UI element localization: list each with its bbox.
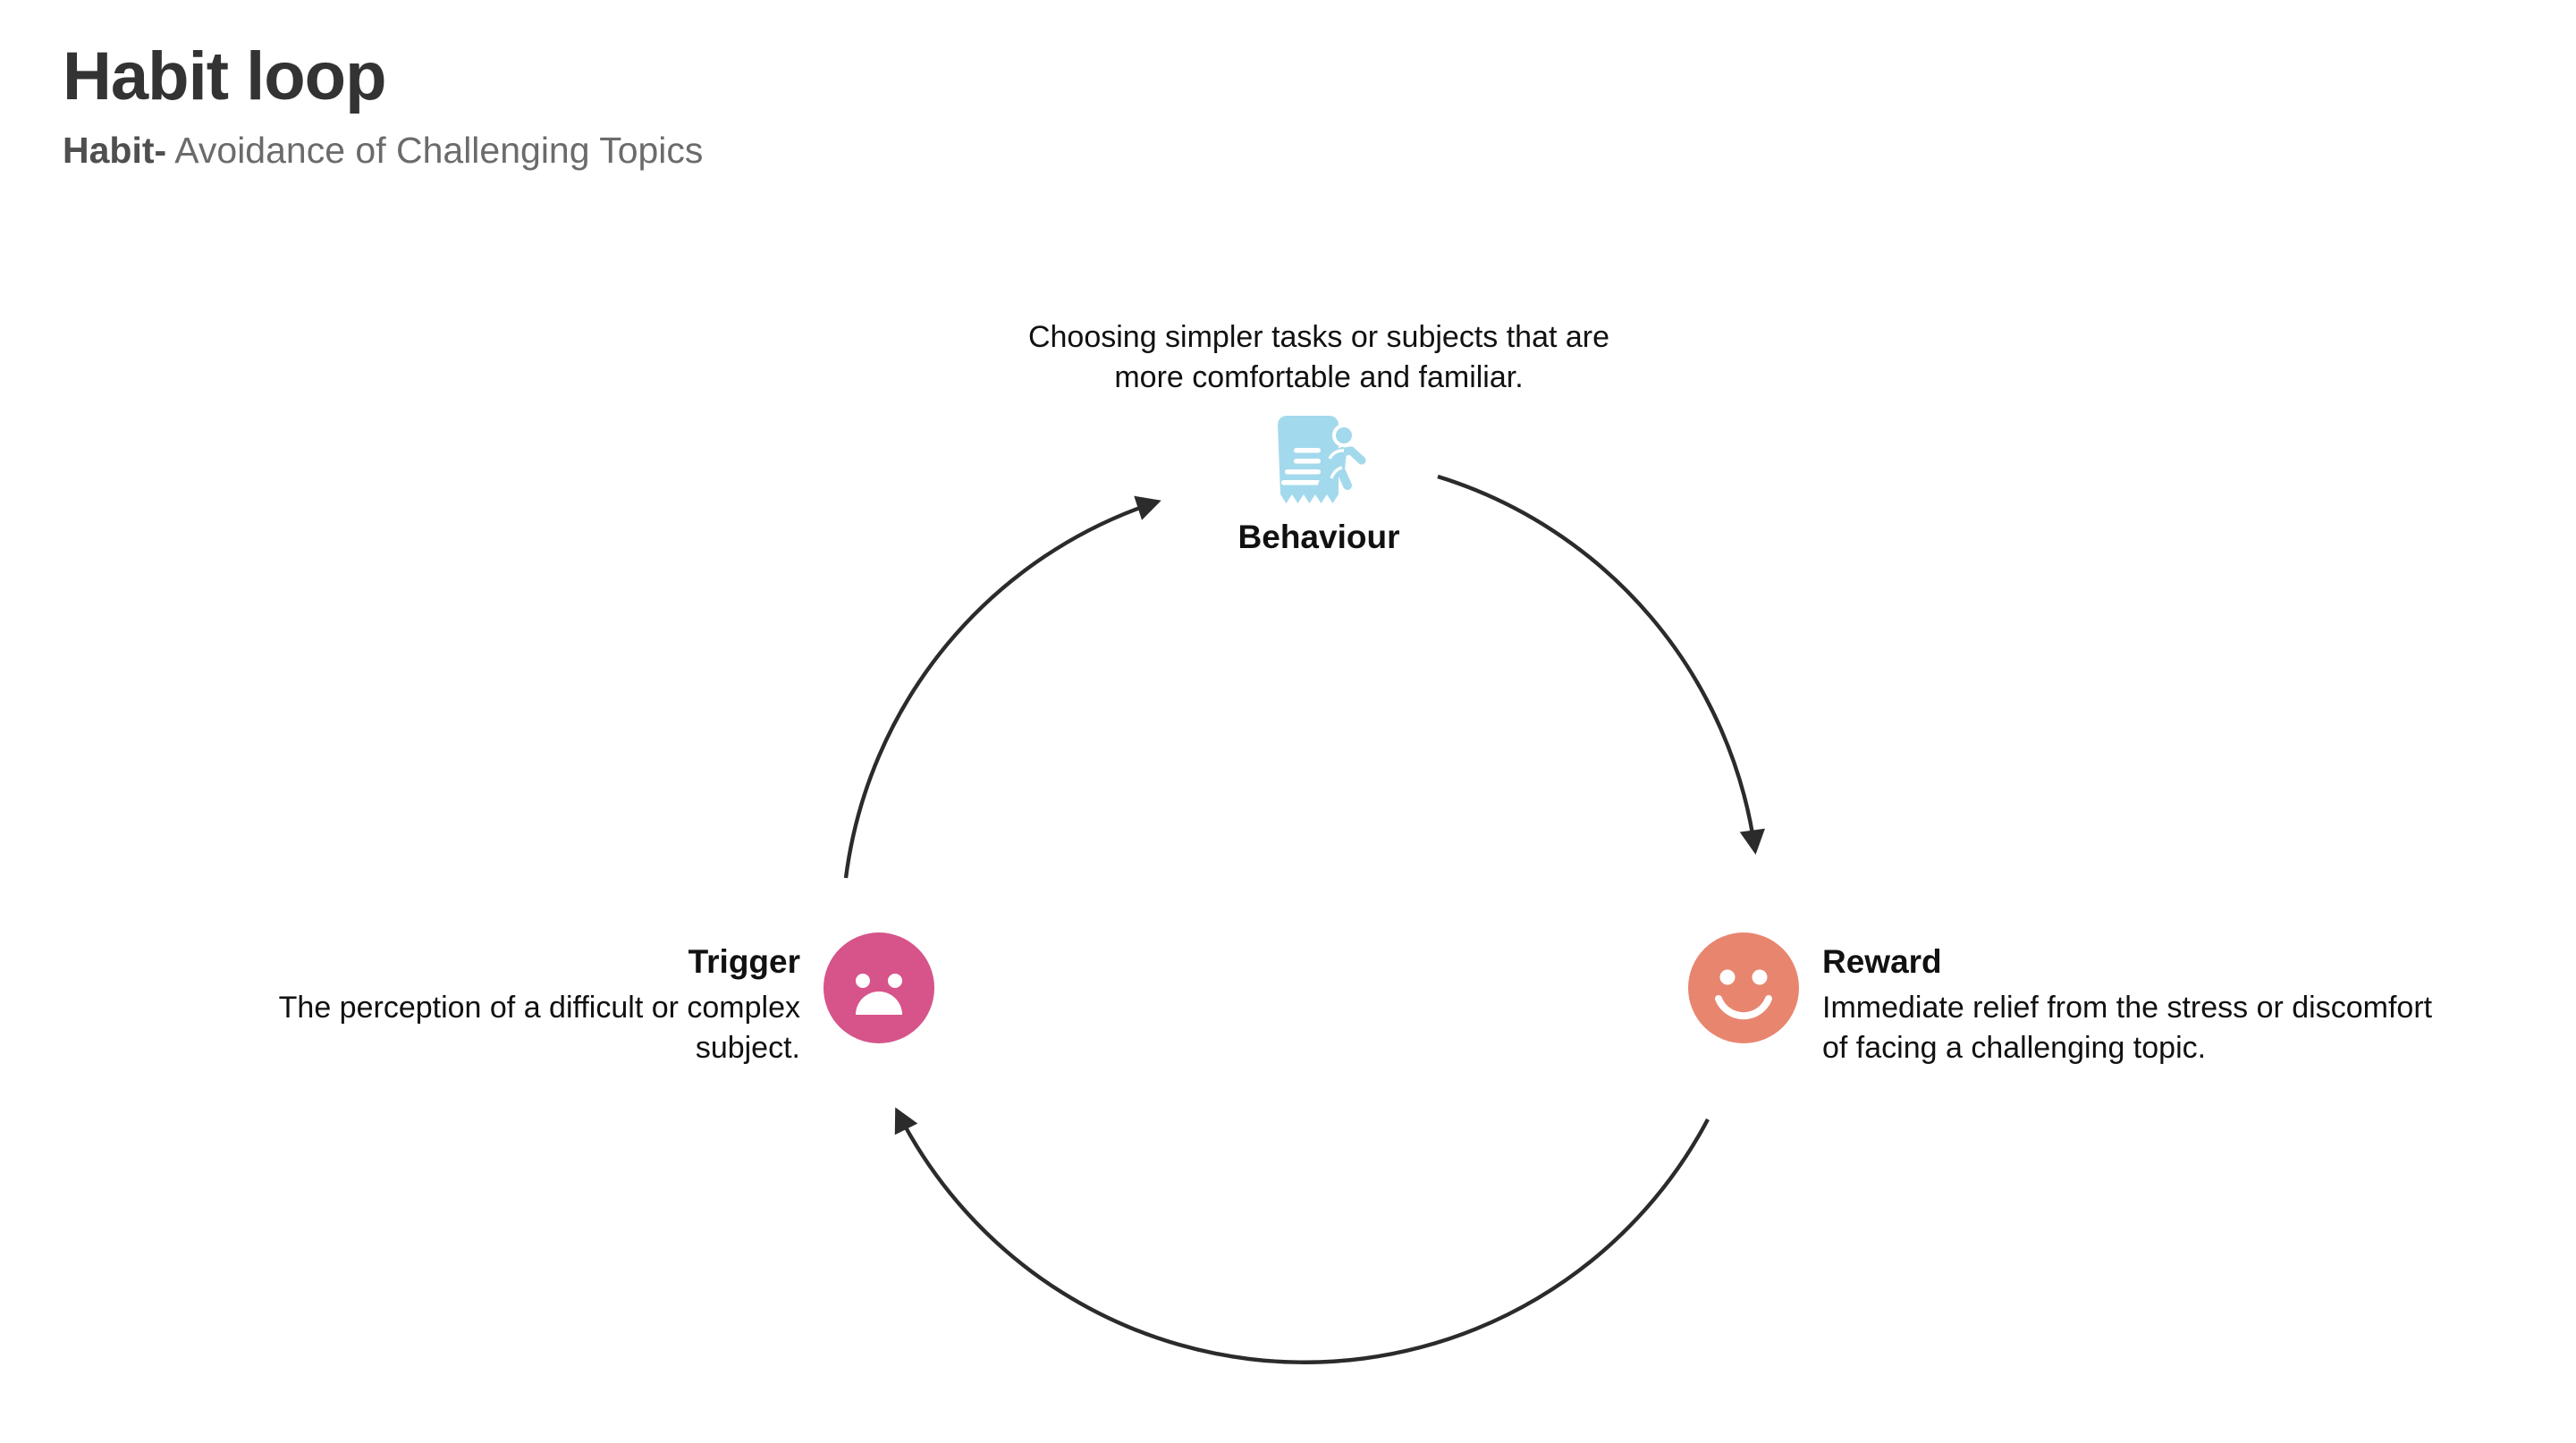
trigger-text-block: Trigger The perception of a difficult or… — [183, 932, 823, 1067]
trigger-description: The perception of a difficult or complex… — [278, 990, 800, 1065]
page-title: Habit loop — [63, 38, 387, 114]
node-behaviour[interactable]: Choosing simpler tasks or subjects that … — [992, 317, 1645, 556]
node-reward[interactable]: Reward Immediate relief from the stress … — [1688, 932, 2493, 1067]
header: Habit loop Habit- Avoidance of Challengi… — [63, 43, 1493, 171]
behaviour-description: Choosing simpler tasks or subjects that … — [1027, 320, 1610, 395]
running-person-receipt-icon — [1278, 416, 1366, 504]
arrow-behaviour-to-reward — [1437, 474, 1765, 855]
subtitle-habit-prefix: Habit- — [63, 130, 167, 171]
reward-label: Reward — [1822, 943, 1942, 980]
reward-description: Immediate relief from the stress or disc… — [1822, 990, 2433, 1065]
subtitle-habit-value: Avoidance of Challenging Topics — [166, 130, 704, 171]
behaviour-label: Behaviour — [1237, 519, 1400, 556]
arrow-reward-to-trigger — [894, 1107, 1710, 1364]
frowning-face-icon — [823, 932, 934, 1043]
trigger-label: Trigger — [688, 943, 800, 980]
smiling-face-icon — [1688, 932, 1799, 1043]
reward-text-block: Reward Immediate relief from the stress … — [1799, 932, 2448, 1067]
arrow-trigger-to-behaviour — [843, 495, 1161, 879]
node-trigger[interactable]: Trigger The perception of a difficult or… — [143, 932, 934, 1067]
page-subtitle: Habit- Avoidance of Challenging Topics — [63, 130, 1493, 171]
